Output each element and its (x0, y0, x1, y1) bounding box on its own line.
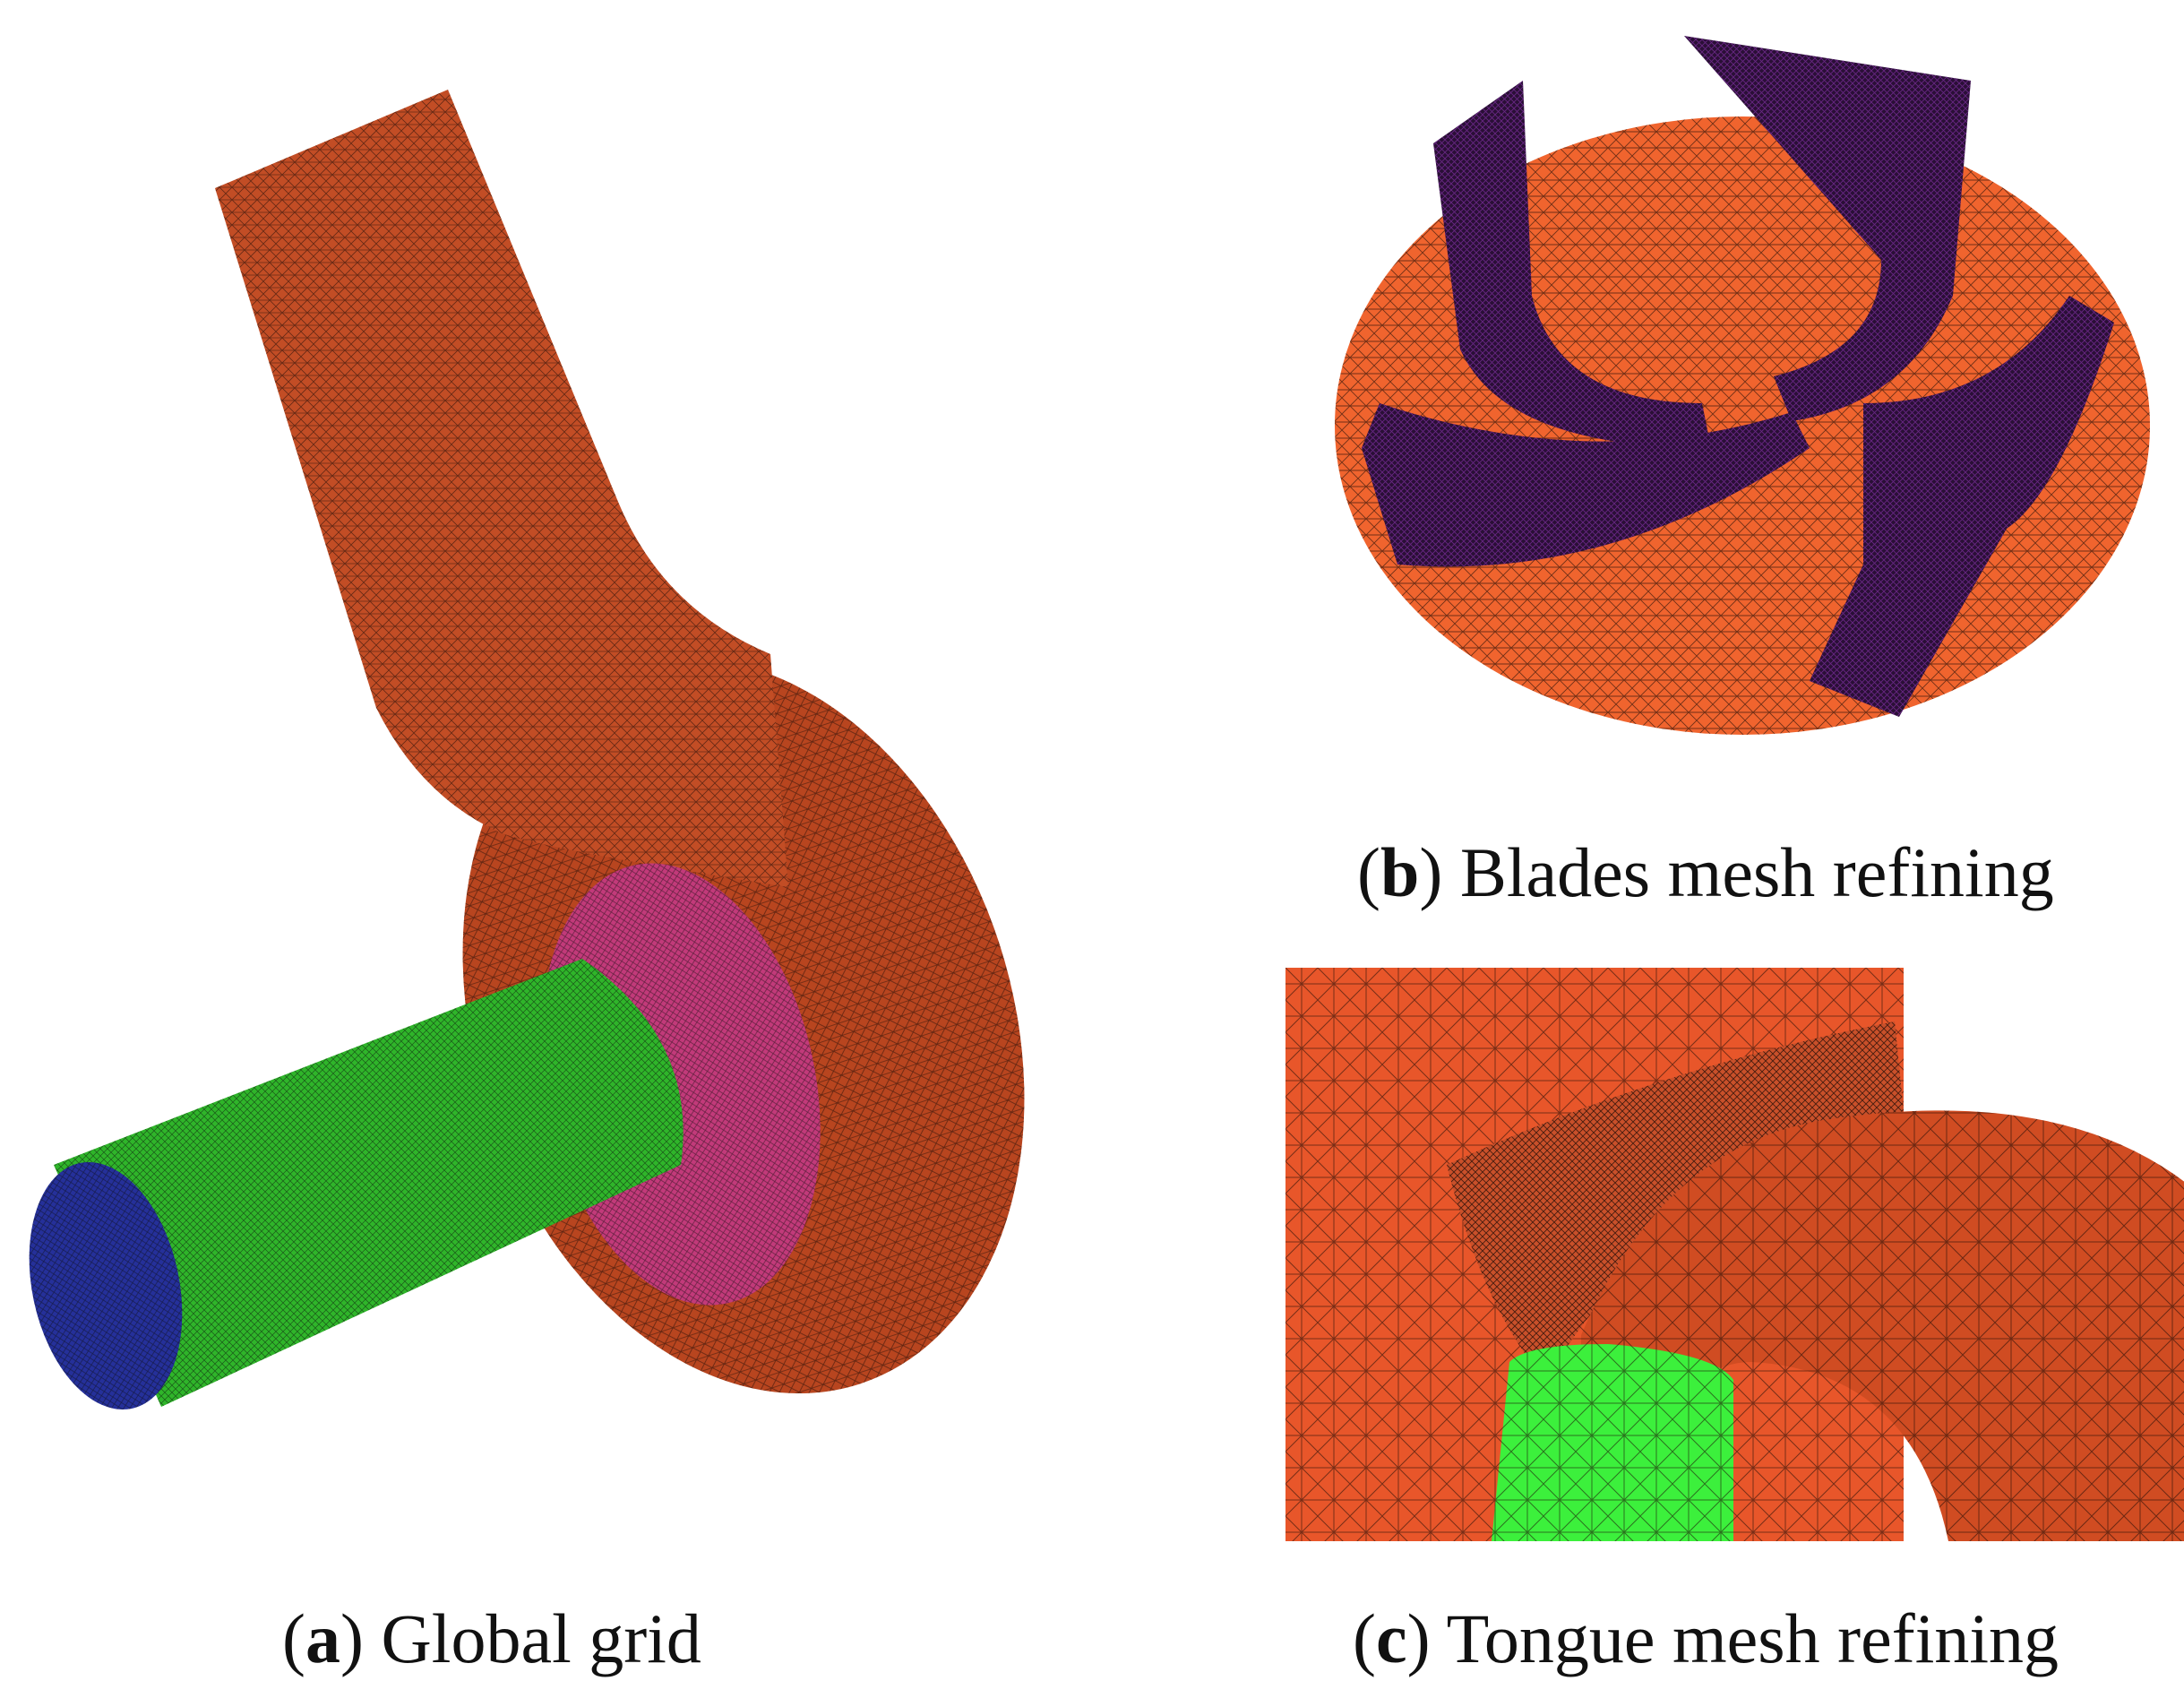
caption-letter-b: b (1380, 833, 1420, 911)
global-grid-drawing (29, 90, 1025, 1409)
impeller-blades (1362, 36, 2114, 717)
caption-letter-a: a (305, 1599, 340, 1677)
tongue-mesh-drawing (1285, 968, 2184, 1541)
caption-global-grid: (a) Global grid (282, 1599, 701, 1677)
blades-mesh-figure (1326, 27, 2168, 744)
caption-blades-mesh: (b) Blades mesh refining (1357, 833, 2054, 911)
caption-tongue-mesh: (c) Tongue mesh refining (1353, 1599, 2059, 1677)
tongue-mesh-figure (1285, 968, 2184, 1541)
blades-mesh-drawing (1335, 36, 2150, 735)
caption-letter-c: c (1375, 1599, 1407, 1677)
global-grid-figure (0, 81, 1075, 1425)
